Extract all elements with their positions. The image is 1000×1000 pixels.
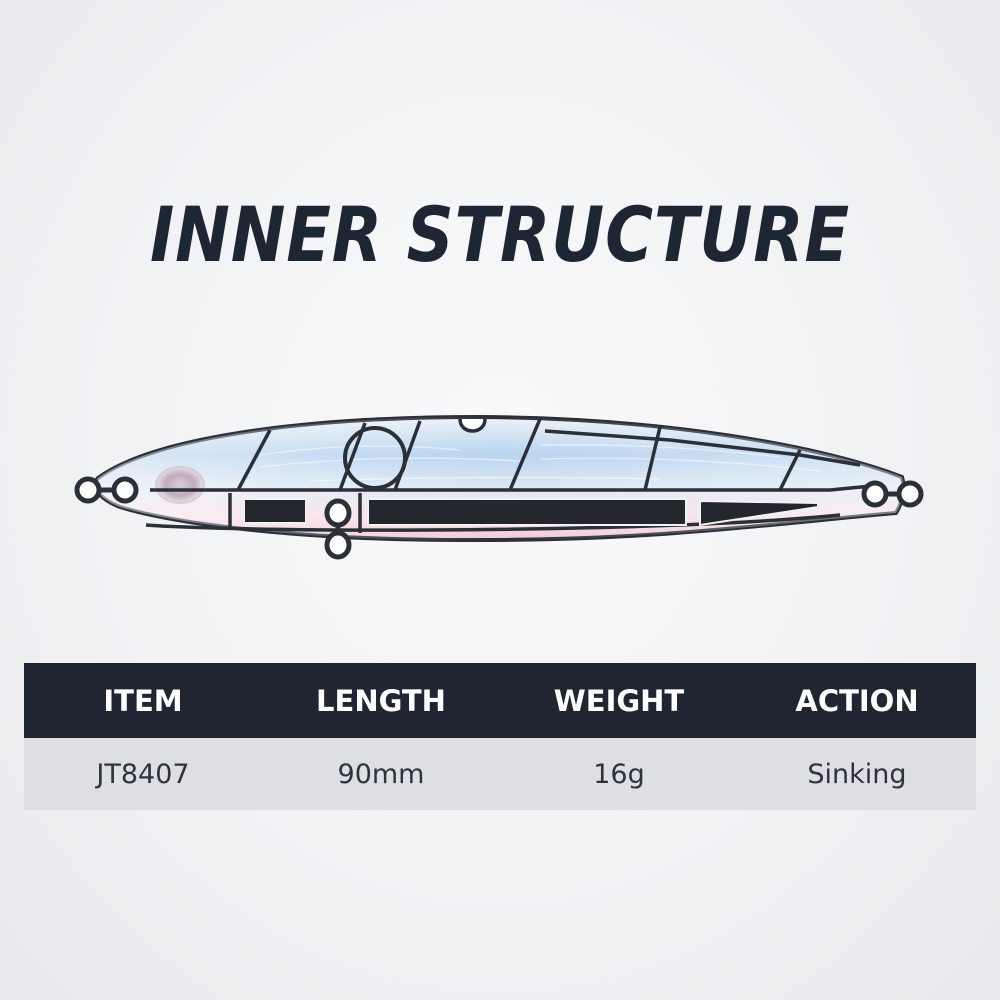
eye-icon: [155, 466, 205, 504]
rattle-ball: [343, 426, 407, 490]
value-action: Sinking: [738, 738, 976, 810]
belly-eyelet: [324, 498, 352, 560]
weight-chamber-middle: [367, 498, 687, 526]
header-length: LENGTH: [262, 663, 500, 738]
header-item: ITEM: [24, 663, 262, 738]
line-tie-notch: [458, 418, 487, 433]
tail-eyelet: [861, 480, 924, 508]
spec-table: ITEM LENGTH WEIGHT ACTION JT8407 90mm 16…: [24, 663, 976, 810]
header-action: ACTION: [738, 663, 976, 738]
scale-pattern: [259, 444, 821, 482]
lure-cutaway-illustration: [74, 414, 924, 560]
value-item: JT8407: [24, 738, 262, 810]
spec-header-row: ITEM LENGTH WEIGHT ACTION: [24, 663, 976, 738]
table-row: JT8407 90mm 16g Sinking: [24, 738, 976, 810]
value-weight: 16g: [500, 738, 738, 810]
weight-chamber-front: [243, 498, 307, 524]
nose-eyelet: [74, 476, 139, 504]
weight-chamber-rear: [699, 499, 819, 527]
header-weight: WEIGHT: [500, 663, 738, 738]
lure-diagram: [60, 395, 940, 580]
page-title: INNER STRUCTURE: [149, 190, 851, 279]
value-length: 90mm: [262, 738, 500, 810]
